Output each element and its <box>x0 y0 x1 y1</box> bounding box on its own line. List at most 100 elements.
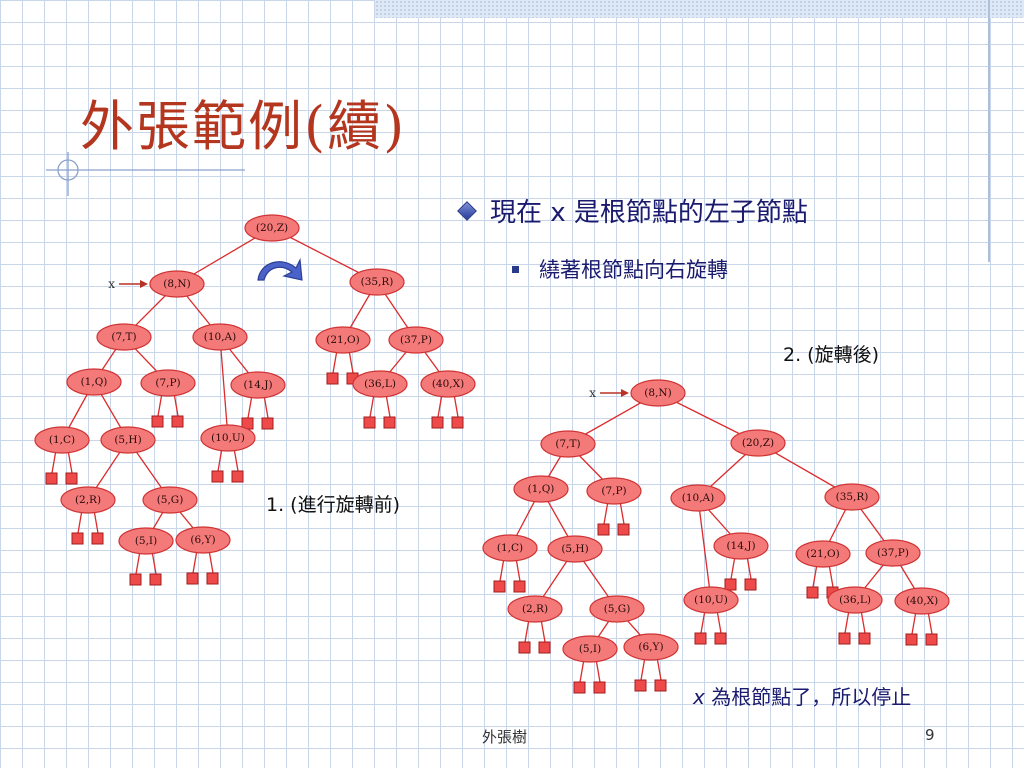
external-leaf-node <box>431 416 444 429</box>
leaf-edge <box>746 555 752 580</box>
tree-node-ellipse <box>824 483 880 511</box>
external-leaf-node <box>129 573 142 586</box>
tree-node-label: (5,I) <box>579 643 601 655</box>
tree-node-label: (7,P) <box>155 377 180 389</box>
tree-node: (20,Z) <box>730 429 786 457</box>
tree-node: (5,G) <box>142 486 198 514</box>
tree-node-label: (2,R) <box>75 494 101 506</box>
tree-nodes: (20,Z)(8,N)(35,R)(7,T)(10,A)(21,O)(37,P)… <box>34 214 476 555</box>
leaf-edge <box>369 393 375 418</box>
leaf-edge <box>67 449 73 474</box>
tree-node-ellipse <box>200 424 256 452</box>
tree-node: (1,C) <box>482 534 538 562</box>
external-leaf-node <box>363 416 376 429</box>
tree-node-ellipse <box>589 595 645 623</box>
tree-node-label: (1,C) <box>497 542 523 554</box>
tree-node-ellipse <box>513 475 569 503</box>
tree-node-label: (14,J) <box>243 379 272 391</box>
tree-node-ellipse <box>670 484 726 512</box>
external-leaf-node <box>206 572 219 585</box>
leaf-edge <box>828 563 834 588</box>
external-leaf-node <box>383 416 396 429</box>
tree-node-label: (5,H) <box>561 543 588 555</box>
external-leaf-node <box>261 417 274 430</box>
tree-node-ellipse <box>66 368 122 396</box>
tree-node-ellipse <box>244 214 300 242</box>
tree-node-ellipse <box>540 430 596 458</box>
leaf-edge <box>135 550 141 575</box>
external-leaf-node <box>493 580 506 593</box>
tree-node: (5,I) <box>562 635 618 663</box>
tree-node-label: (1,Q) <box>81 376 108 388</box>
tree-node-label: (21,O) <box>326 334 360 346</box>
tree-node: (5,H) <box>547 535 603 563</box>
tree-node-ellipse <box>507 595 563 623</box>
tree-node: (36,L) <box>352 370 408 398</box>
tree-node-ellipse <box>388 326 444 354</box>
rotate-right-icon <box>257 257 303 281</box>
leaf-edge <box>499 557 505 582</box>
leaf-edge <box>263 394 269 419</box>
leaf-edge <box>860 609 866 634</box>
tree-node-ellipse <box>192 323 248 351</box>
tree-node-ellipse <box>894 587 950 615</box>
tree-node-label: (6,Y) <box>638 641 663 653</box>
tree-node: (5,H) <box>100 426 156 454</box>
x-marker-arrow: x <box>589 386 629 400</box>
tree-node: (7,P) <box>586 477 642 505</box>
tree-node: (21,O) <box>795 540 851 568</box>
leaf-edge <box>812 563 818 588</box>
tree-node: (10,U) <box>683 586 739 614</box>
tree-node: (5,G) <box>589 595 645 623</box>
tree-node-ellipse <box>827 586 883 614</box>
bullet-main-text: 現在 x 是根節點的左子節點 <box>490 198 808 228</box>
leaf-edge <box>208 549 214 574</box>
tree-nodes: (8,N)(7,T)(20,Z)(1,Q)(7,P)(10,A)(35,R)(1… <box>482 379 950 663</box>
tree-node-label: (40,X) <box>432 378 464 390</box>
tree-node: (10,U) <box>200 424 256 452</box>
tree-node-label: (7,P) <box>601 485 626 497</box>
tree-node-ellipse <box>683 586 739 614</box>
tree-node-ellipse <box>230 371 286 399</box>
external-leaf-node <box>513 580 526 593</box>
external-leaf-node <box>593 681 606 694</box>
external-leaf-node <box>71 532 84 545</box>
marker-arrow-head <box>621 389 629 397</box>
tree-node-label: (40,X) <box>906 595 938 607</box>
tree-node-ellipse <box>547 535 603 563</box>
tree-node-ellipse <box>562 635 618 663</box>
tree-node-ellipse <box>865 539 921 567</box>
tree-node: (6,Y) <box>623 633 679 661</box>
tree-node: (2,R) <box>507 595 563 623</box>
tree-node: (1,Q) <box>66 368 122 396</box>
tree-edge <box>219 336 229 439</box>
tree-node-label: (36,L) <box>364 378 396 390</box>
leaf-edge <box>656 656 662 681</box>
tree-node-label: (37,P) <box>400 334 432 346</box>
external-leaf-node <box>451 416 464 429</box>
leaf-edge <box>348 349 354 374</box>
leaf-edge <box>515 557 521 582</box>
leaf-edge <box>716 609 722 634</box>
tree-node: (8,N) <box>149 270 205 298</box>
leaf-edge <box>77 509 83 534</box>
page-number: 9 <box>925 726 935 744</box>
tree-node-label: (8,N) <box>644 387 671 399</box>
tree-node: (1,Q) <box>513 475 569 503</box>
external-leaf-node <box>151 415 164 428</box>
tree-node-ellipse <box>623 633 679 661</box>
external-leaf-node <box>149 573 162 586</box>
marker-x-label: x <box>108 277 115 291</box>
tree-node-label: (5,G) <box>157 494 184 506</box>
bullet-sub: 繞著根節點向右旋轉 <box>512 254 728 284</box>
bullet-main: 現在 x 是根節點的左子節點 <box>457 192 808 229</box>
tree-node: (40,X) <box>894 587 950 615</box>
leaf-edge <box>173 392 179 417</box>
tree-node: (14,J) <box>713 532 769 560</box>
external-leaf-node <box>806 586 819 599</box>
external-leaf-node <box>326 372 339 385</box>
external-leaf-node <box>45 472 58 485</box>
tree-node: (2,R) <box>60 486 116 514</box>
external-leaf-node <box>724 578 737 591</box>
tree-node: (35,R) <box>349 268 405 296</box>
